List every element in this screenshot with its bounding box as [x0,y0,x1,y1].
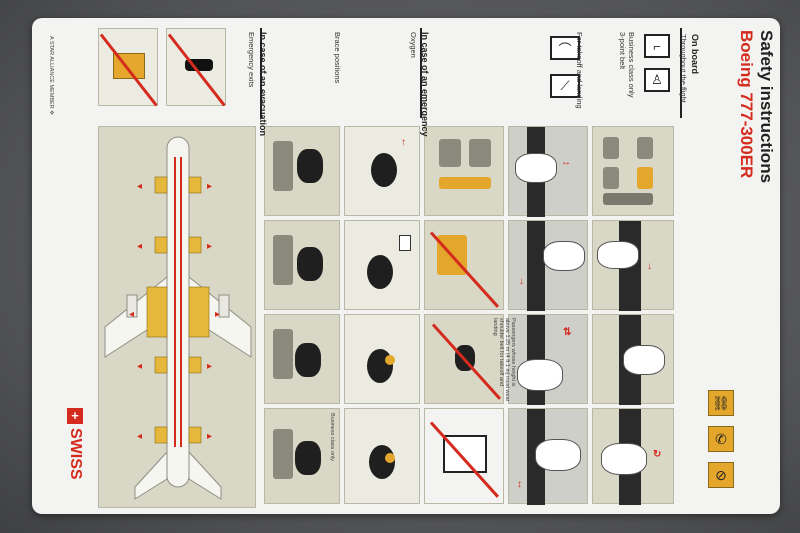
star-alliance-icon: ✲ [48,110,54,115]
panel-belt-tighten [592,314,674,405]
svg-text:▸: ▸ [207,431,212,442]
panel-seat-upright [592,126,674,216]
svg-text:◂: ◂ [137,361,142,372]
svg-text:◂: ◂ [137,431,142,442]
panel-no-electronics [424,408,504,504]
label-oxygen: Oxygen [409,32,418,58]
panel-oxygen-2 [344,220,420,310]
panel-oxygen-4 [344,408,420,504]
no-electronics-icon: ✆ [708,426,734,452]
seatbelt-icon: ⛓ [708,390,734,416]
section-on-board: On board [690,34,700,74]
safety-card: Safety instructions Boeing 777-300ER ⛓ ✆… [32,18,780,514]
panel-belt-release: ↻ [592,408,674,505]
label-throughout-flight: Throughout the flight [679,34,688,103]
section-evacuation: In case of an evacuation [258,32,268,137]
panel-brace-3 [264,314,340,404]
svg-text:▸: ▸ [207,361,212,372]
svg-text:◂: ◂ [137,241,142,252]
svg-text:▸: ▸ [207,181,212,192]
section-emergency: In case of an emergency [420,32,430,137]
panel-takeoff-upright [424,126,504,216]
aircraft-exit-diagram: ◂ ▸ ◂ ▸ ◂ ▸ ◂ ▸ ◂ ▸ [98,126,256,508]
svg-text:▸: ▸ [215,309,220,320]
panel-oxygen-3 [344,314,420,404]
svg-text:▸: ▸ [207,241,212,252]
seated-passenger-pictogram: ♙ [644,68,670,92]
section-divider [680,28,682,118]
belt-strap-pictogram: ⟋ [550,74,580,98]
panel-3point-belt-2: ↓ [508,220,588,311]
section-divider [420,28,422,118]
panel-no-high-heels [166,28,226,107]
panel-no-luggage [98,28,158,107]
panel-takeoff-child [424,314,504,404]
panel-3point-belt-3: ⇅ [508,314,588,405]
panel-brace-business: Business class only [264,408,340,504]
panel-belt-fasten: ↓ [592,220,674,311]
seatback-pictogram: ⌐ [644,34,670,58]
card-subtitle: Boeing 777-300ER [737,30,756,179]
panel-3point-belt-1: ↔ [508,126,588,217]
card-title: Safety instructions [757,30,776,184]
panel-takeoff-tray [424,220,504,310]
section-divider [260,28,262,118]
belt-buckle-pictogram: ⌒ [550,36,580,60]
no-smoking-icon: ⊘ [708,462,734,488]
swiss-cross-icon: + [67,408,83,424]
panel-3point-belt-4: ↕ [508,408,588,505]
svg-text:◂: ◂ [129,309,134,320]
panel-brace-1 [264,126,340,216]
panel-oxygen-1: ↑ [344,126,420,216]
label-passenger-note: Passengers whose height is above 1.25 m … [492,318,516,402]
brand-logo: +SWISS [67,408,84,480]
alliance-label: A STAR ALLIANCE MEMBER ✲ [48,36,54,115]
label-takeoff-landing: For takeoff and landing [575,32,584,109]
label-emergency-exits: Emergency exits [247,32,256,88]
svg-text:◂: ◂ [137,181,142,192]
aircraft-icon: ◂ ▸ ◂ ▸ ◂ ▸ ◂ ▸ ◂ ▸ [104,136,252,500]
label-business-only: Business class only [329,413,335,461]
panel-brace-2 [264,220,340,310]
label-brace-positions: Brace positions [333,32,342,84]
